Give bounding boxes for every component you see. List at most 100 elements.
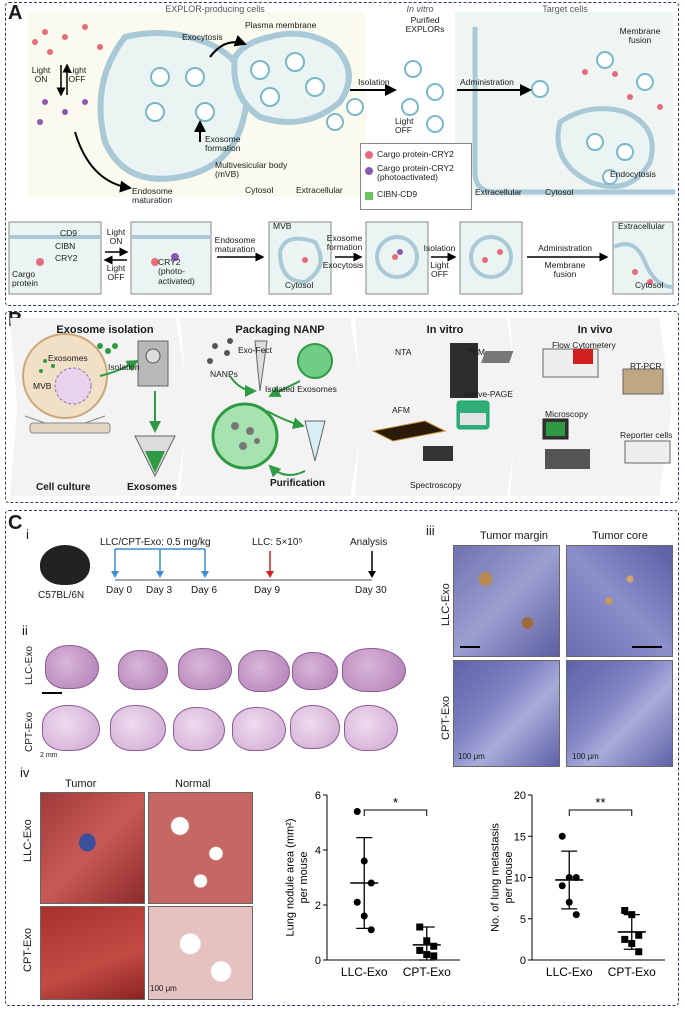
light-on-label: Light ON [31,65,51,85]
plate-reader-icon [624,440,671,464]
data-point [353,898,361,906]
cry2-label: CRY2 [55,253,78,263]
section-invivo [510,318,672,496]
legend-item-cibn: CIBN-CD9 [377,189,418,199]
row-llc-ii: LLC-Exo [24,646,35,685]
section-title-1: Exosome isolation [56,324,154,336]
b-nanps-label: NANPs [210,369,238,379]
significance-label: * [393,795,398,810]
row-cpt-iii: CPT-Exo [440,695,452,740]
section-title-4: In vivo [577,324,613,336]
scale-bar-lung [42,692,62,694]
section-title-3: In vitro [426,324,464,336]
sub-i: i [26,527,29,542]
scale-100-b: 100 μm [572,752,599,761]
trichrome-llc-normal [148,792,253,904]
scale-100-c: 100 μm [150,984,177,993]
pipette-icon [254,340,268,392]
lung-llc-5 [292,652,338,690]
x-tick-label: CPT-Exo [403,965,451,979]
endocytosis-label: Endocytosis [610,169,656,179]
ihc-llc-margin [453,545,560,657]
x-tick-label: CPT-Exo [608,965,656,979]
significance-bracket [568,809,633,816]
data-point [558,882,566,890]
b-afm-label: AFM [392,405,410,415]
day-9: Day 9 [254,585,281,596]
trichrome-cpt-tumor [40,906,145,1000]
y-tick-label: 2 [315,900,321,912]
header-invitro: In vitro [406,4,434,14]
cd9-label: CD9 [60,228,78,238]
y-tick-label: 6 [315,790,321,802]
ihc-cpt-margin [453,660,560,767]
b-isolated-label: Isolated Exosomes [265,384,337,394]
tem-grid-icon [481,351,514,363]
y-axis-label-line1: No. of lung metastasis [490,823,502,932]
b-mvb-label: MVB [33,381,52,391]
cibn-label: CIBN [55,241,76,251]
light-off-2-label: Light OFF [395,116,414,136]
bottom-exosome-formation: Exosome formation [326,233,363,253]
y-axis-label-line2: per mouse [298,852,310,904]
day-0: Day 0 [106,585,133,596]
afm-sample-icon [371,420,447,442]
bottom-extracellular: Extracellular [618,221,665,231]
tumor-label: Tumor [65,778,97,790]
y-tick-label: 20 [514,790,526,802]
section-title-2: Packaging NANP [235,324,325,336]
lung-cpt-5 [290,705,340,749]
lung-cpt-2 [110,705,166,751]
significance-bracket [363,809,428,816]
data-point [621,907,629,914]
pcr-machine-icon [622,368,664,395]
isolation-label: Isolation [358,77,390,87]
cry2-photo-label: CRY2 (photo- activated) [158,257,195,286]
b-exosomes-bottom-label: Exosomes [127,482,178,493]
row-llc-iii: LLC-Exo [440,583,452,626]
extracellular-left-label: Extracellular [296,185,343,195]
ihc-cpt-core [566,660,673,767]
cytosol-right-label: Cytosol [545,187,574,197]
day-30: Day 30 [355,585,387,596]
legend-item-cargo: Cargo protein-CRY2 [377,149,454,159]
cargo-icon [365,151,373,159]
bottom-cytosol: Cytosol [285,280,314,290]
scale-100-a: 100 μm [458,752,485,761]
header-producing: EXPLOR-producing cells [165,4,265,14]
cytosol-left-label: Cytosol [245,185,274,195]
y-tick-label: 15 [514,831,526,843]
bottom-membrane-fusion: Membrane fusion [544,260,586,280]
plasma-membrane-label: Plasma membrane [245,20,317,30]
lung-llc-1 [45,645,99,689]
b-purification-label: Purification [270,478,326,489]
lung-cpt-3 [173,707,225,751]
y-tick-label: 10 [514,873,526,885]
header-target: Target cells [542,4,588,14]
exosome-formation-label: Exosome formation [205,134,241,154]
analysis-label: Analysis [350,537,388,548]
b-exofect-label: Exo-Fect [238,345,273,355]
y-tick-label: 0 [315,955,321,967]
significance-label: ** [595,795,605,810]
dose-label: LLC/CPT-Exo: 0.5 mg/kg [100,537,211,548]
llc-label: LLC: 5×10⁵ [252,537,303,548]
b-reporter-label: Reporter cells [620,430,673,440]
purified-label: Purified EXPLORs [405,15,445,35]
y-axis-label: No. of lung metastasisper mouse [490,823,515,932]
scale-2mm: 2 mm [40,752,58,759]
bottom-mvb: MVB [273,221,292,231]
administration-label: Administration [460,77,514,87]
x-tick-label: LLC-Exo [546,965,593,979]
b-cell-culture-label: Cell culture [36,482,91,493]
lung-cpt-6 [344,705,398,751]
y-axis-label-line1: Lung nodule area (mm²) [285,818,297,936]
extracellular-right-label: Extracellular [475,187,522,197]
photoactivated-icon [365,167,373,175]
panel-c-label: C [8,512,23,534]
bottom-administration: Administration [538,243,592,253]
b-tem-label: TEM [467,347,485,357]
scale-bar-ihc-1 [460,646,480,648]
strain-label: C57BL/6N [38,590,85,601]
